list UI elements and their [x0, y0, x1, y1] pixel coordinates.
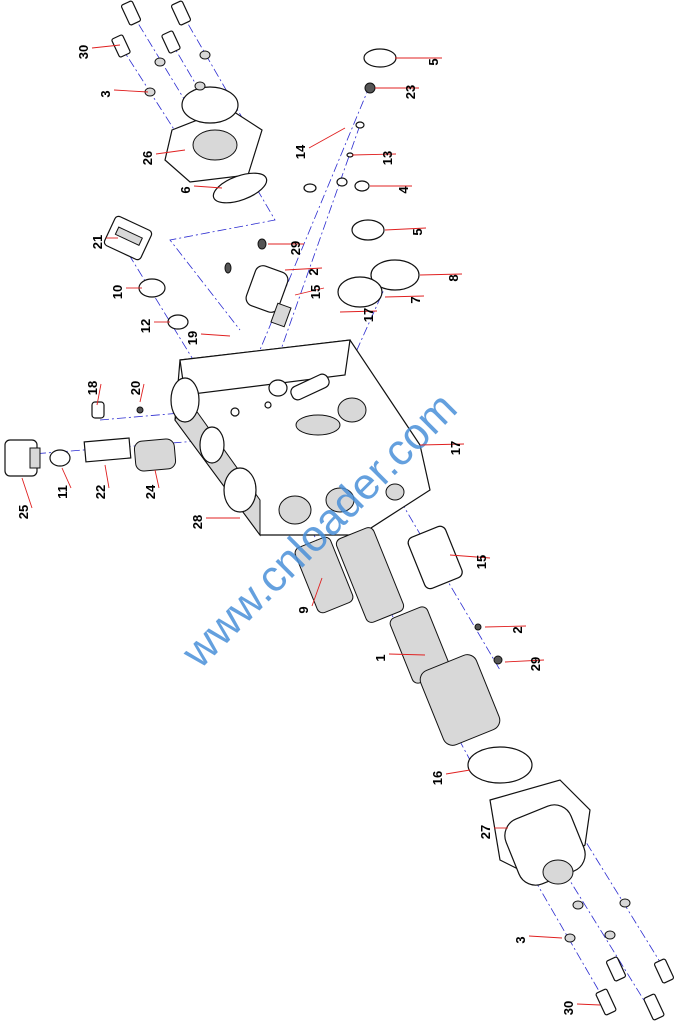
part-number-label: 17 — [448, 441, 463, 455]
part-number-label: 7 — [408, 296, 423, 303]
leader-line — [96, 383, 102, 406]
plug-21 — [103, 215, 153, 261]
leader-line — [351, 153, 397, 156]
leader-line — [139, 383, 145, 403]
part-number-label: 2 — [306, 268, 321, 275]
leader-line — [311, 577, 323, 607]
part-number-label: 5 — [426, 58, 441, 65]
part-number-label: 26 — [140, 151, 155, 165]
leader-line — [339, 310, 378, 313]
part-number-label: 11 — [55, 485, 70, 499]
leader-line — [61, 467, 72, 489]
bolts-top — [111, 0, 211, 97]
leader-line — [419, 443, 465, 446]
leader-line — [294, 287, 325, 296]
valve-body — [170, 339, 431, 537]
leader-line — [155, 149, 186, 155]
part-number-label: 1 — [373, 654, 388, 661]
part-number-label: 25 — [16, 505, 31, 519]
part-number-label: 30 — [76, 45, 91, 59]
part-number-label: 3 — [98, 90, 113, 97]
leader-line — [113, 89, 149, 93]
part-number-label: 15 — [308, 285, 323, 299]
part-number-label: 4 — [396, 186, 411, 194]
part-number-label: 29 — [288, 241, 303, 255]
leader-line — [91, 44, 121, 49]
leader-line — [528, 935, 563, 939]
part-number-label: 3 — [513, 936, 528, 943]
leader-line — [449, 554, 491, 559]
part-number-label: 15 — [474, 555, 489, 569]
part-number-label: 23 — [403, 85, 418, 99]
part-number-label: 17 — [361, 308, 376, 322]
part-number-label: 10 — [110, 285, 125, 299]
leader-line — [154, 469, 160, 489]
part-number-label: 29 — [528, 657, 543, 671]
leader-line — [193, 185, 223, 189]
end-cover-top — [164, 86, 268, 204]
part-number-label: 24 — [143, 484, 158, 499]
part-number-label: 21 — [90, 235, 105, 249]
part-number-label: 19 — [185, 331, 200, 345]
leader-line — [445, 769, 471, 775]
leader-line — [104, 464, 110, 489]
part-number-label: 9 — [296, 606, 311, 613]
leader-line — [388, 653, 426, 656]
leader-line — [200, 333, 231, 337]
part-number-label: 13 — [380, 151, 395, 165]
part-number-label: 27 — [478, 825, 493, 839]
part-number-label: 8 — [446, 274, 461, 281]
part-number-label: 28 — [190, 515, 205, 529]
part-number-label: 12 — [138, 319, 153, 333]
relief-valve-parts — [4, 401, 177, 477]
sensor-top — [224, 238, 292, 328]
part-number-label: 5 — [410, 228, 425, 235]
part-number-label: 30 — [561, 1001, 576, 1015]
leader-line — [284, 267, 323, 271]
leader-line — [419, 273, 463, 276]
part-number-label: 20 — [128, 381, 143, 395]
end-cover-bottom — [489, 779, 675, 1021]
leader-line — [576, 1003, 601, 1006]
leader-line — [384, 295, 425, 298]
leader-line — [21, 477, 33, 509]
o-rings — [49, 48, 533, 784]
part-number-label: 16 — [430, 771, 445, 785]
leader-line — [308, 127, 346, 149]
part-number-label: 14 — [293, 144, 308, 159]
part-number-label: 18 — [85, 381, 100, 395]
part-number-label: 2 — [510, 626, 525, 633]
part-number-label: 6 — [178, 186, 193, 193]
leader-line — [384, 227, 427, 231]
spool-assemblies — [294, 525, 503, 746]
leader-line — [504, 659, 545, 663]
leader-line — [484, 625, 527, 628]
part-number-label: 22 — [93, 485, 108, 499]
